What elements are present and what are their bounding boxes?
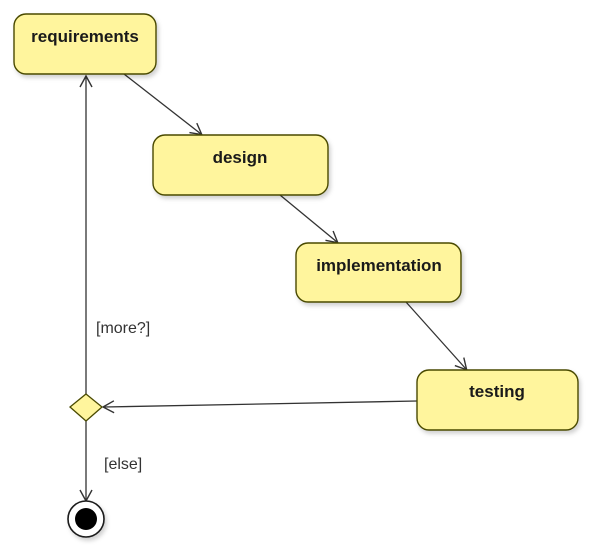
decision-node[interactable] [68,393,104,422]
edge-design-to-implementation [279,194,339,244]
action-node-requirements[interactable]: requirements [13,13,157,75]
guard-label-more: [more?] [96,320,150,337]
action-label-implementation: implementation [316,256,442,275]
edge-requirements-to-design [123,73,203,136]
edge-testing-to-decision [101,400,418,414]
edge-implementation-to-testing [405,301,468,371]
action-label-testing: testing [469,382,525,401]
action-node-implementation[interactable]: implementation [295,242,462,303]
action-node-design[interactable]: design [152,134,329,196]
action-label-design: design [213,148,268,167]
action-node-testing[interactable]: testing [416,369,579,431]
final-node [67,500,105,538]
action-label-requirements: requirements [31,27,139,46]
guard-label-else: [else] [104,456,142,473]
